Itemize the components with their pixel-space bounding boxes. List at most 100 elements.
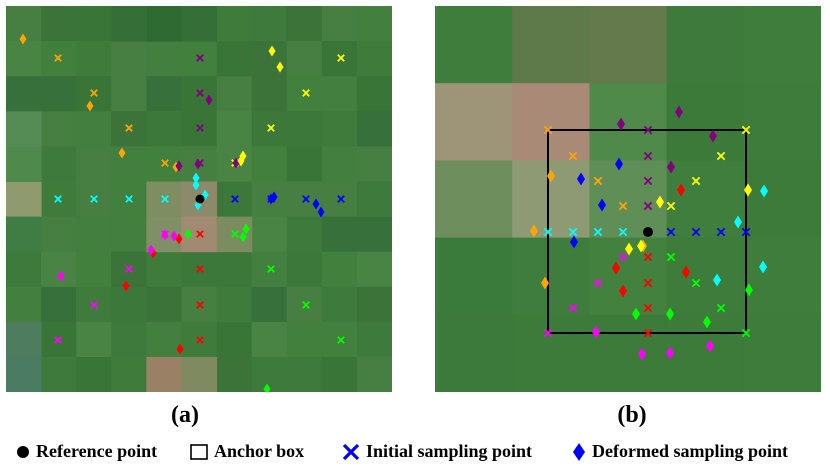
tile	[286, 6, 323, 42]
tile	[216, 357, 253, 392]
deformed-sampling-point	[194, 158, 202, 170]
deformed-sampling-point	[675, 105, 683, 119]
legend-anchor-label: Anchor box	[214, 441, 305, 461]
tile	[321, 251, 358, 288]
tile	[435, 6, 513, 84]
deformed-sampling-point	[713, 273, 721, 287]
deformed-sampling-point	[632, 307, 640, 321]
tile	[216, 41, 253, 77]
x-cross-icon	[342, 443, 360, 460]
tile	[251, 357, 288, 392]
initial-sampling-point	[643, 151, 653, 161]
tile	[286, 216, 323, 253]
initial-sampling-point	[741, 227, 751, 237]
initial-sampling-point	[643, 125, 653, 135]
tile	[76, 6, 112, 42]
tile	[251, 216, 288, 253]
initial-sampling-point	[618, 252, 628, 262]
tile	[146, 76, 182, 112]
tile	[286, 146, 323, 182]
initial-sampling-point	[741, 328, 751, 338]
tile	[286, 321, 323, 358]
deformed-sampling-point	[617, 117, 625, 131]
tile	[146, 111, 182, 147]
deformed-sampling-point	[242, 223, 250, 235]
panel-b-image	[435, 6, 821, 392]
initial-sampling-point	[196, 89, 204, 97]
initial-sampling-point	[741, 125, 751, 135]
tile	[76, 321, 112, 358]
deformed-sampling-point	[118, 147, 126, 159]
tile	[321, 6, 358, 42]
deformed-sampling-point	[192, 172, 200, 184]
diamond-icon	[573, 442, 585, 461]
deformed-sampling-point	[276, 61, 284, 73]
tile	[6, 181, 42, 218]
initial-sampling-point	[643, 303, 653, 313]
tile	[216, 321, 253, 358]
initial-sampling-point	[666, 201, 676, 211]
tile	[512, 83, 590, 161]
panel-a-image	[6, 6, 392, 392]
initial-sampling-point	[196, 124, 204, 132]
deformed-sampling-point	[619, 284, 627, 298]
tile	[111, 321, 147, 358]
deformed-sampling-point	[709, 129, 717, 143]
tile	[357, 216, 392, 253]
tile	[589, 314, 668, 392]
initial-sampling-point	[337, 336, 345, 344]
tile	[435, 83, 513, 161]
deformed-sampling-point	[192, 179, 200, 191]
deformed-sampling-point	[570, 235, 578, 249]
deformed-sampling-point	[530, 224, 538, 238]
tile	[6, 41, 42, 77]
tile	[216, 111, 253, 147]
deformed-sampling-point	[122, 280, 130, 292]
initial-sampling-point	[691, 176, 701, 186]
deformed-sampling-point	[734, 215, 742, 229]
tile	[6, 111, 42, 147]
deformed-sampling-point	[268, 45, 276, 57]
tile	[41, 146, 77, 182]
legend-deformed: Deformed sampling point	[572, 441, 788, 462]
tile	[76, 357, 112, 392]
tile	[251, 146, 288, 182]
tile	[76, 41, 112, 77]
deformed-sampling-point	[147, 244, 155, 256]
deformed-sampling-point	[19, 33, 27, 45]
initial-sampling-point	[54, 336, 62, 344]
deformed-sampling-point	[312, 198, 320, 210]
tile	[146, 41, 182, 77]
initial-sampling-point	[716, 151, 726, 161]
panel-b-caption: (b)	[617, 402, 647, 428]
initial-sampling-point	[593, 176, 603, 186]
initial-sampling-point	[302, 89, 310, 97]
tile	[181, 357, 218, 392]
deformed-sampling-point	[170, 230, 178, 242]
square-outline-icon	[190, 443, 208, 460]
deformed-sampling-point	[759, 260, 767, 274]
initial-sampling-point	[593, 278, 603, 288]
tile	[357, 181, 392, 218]
tile	[76, 216, 112, 253]
deformed-sampling-point	[682, 265, 690, 279]
initial-sampling-point	[125, 124, 133, 132]
deformed-sampling-point	[86, 100, 94, 112]
tile	[41, 286, 77, 323]
legend-reference-label: Reference point	[36, 441, 158, 461]
tile	[216, 6, 253, 42]
tile	[357, 111, 392, 147]
tile	[146, 357, 182, 392]
initial-sampling-point	[196, 265, 204, 273]
tile	[6, 321, 42, 358]
initial-sampling-point	[543, 328, 553, 338]
tile	[6, 251, 42, 288]
tile	[743, 314, 821, 392]
tile	[111, 6, 147, 42]
legend-initial-label: Initial sampling point	[366, 441, 533, 461]
deformed-sampling-point	[615, 157, 623, 171]
tile	[321, 76, 358, 112]
tile	[743, 160, 821, 239]
initial-sampling-point	[691, 278, 701, 288]
tile	[589, 6, 668, 84]
